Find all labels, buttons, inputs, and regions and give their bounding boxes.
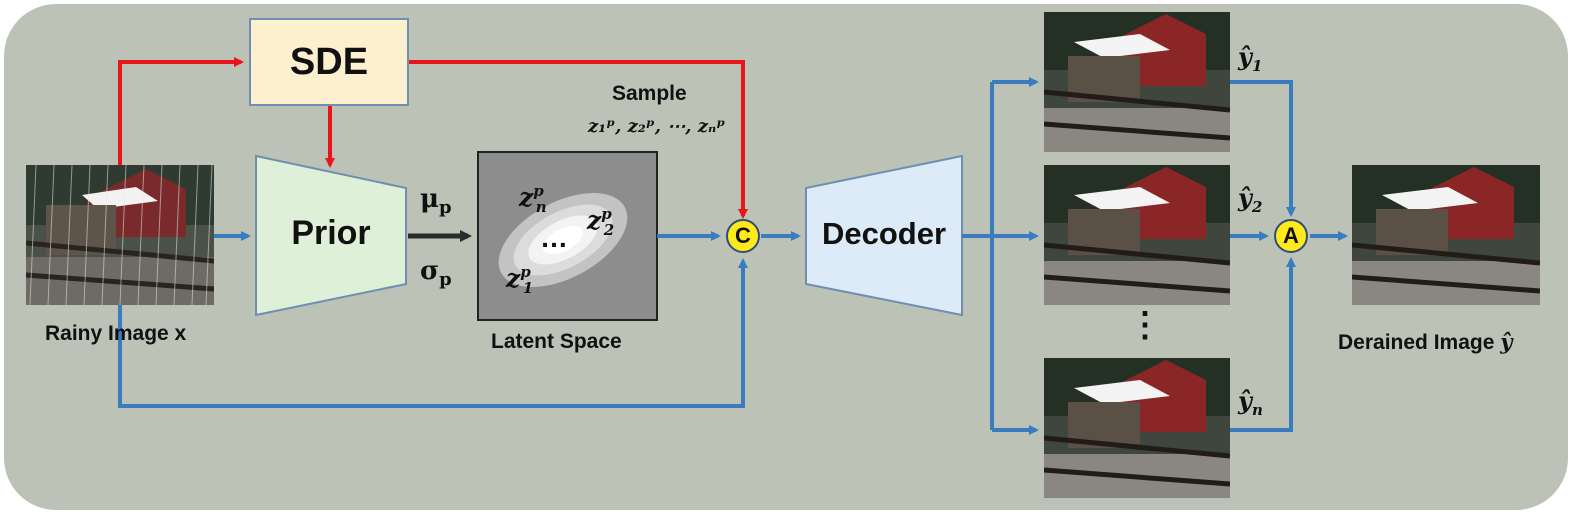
concat-operator: C [726,219,760,253]
output-label-yn: ŷn [1238,386,1263,419]
sde-label: SDE [289,40,369,83]
latent-point-zn: zpn [519,182,547,216]
decoder-block [805,154,963,317]
prior-label: Prior [291,214,371,252]
clean-scene-illustration [1352,165,1540,305]
sde-block: SDE [249,18,409,106]
mu-label: μp [420,184,452,219]
latent-point-z1: zp1 [506,263,534,297]
sample-label: Sample [612,82,687,105]
vertical-ellipsis: ⋮ [1128,306,1162,344]
output-image-2 [1044,165,1230,305]
output-label-y2: ŷ2 [1238,183,1263,216]
sigma-label: σp [420,256,452,291]
latent-distribution [498,193,628,287]
output-image-1 [1044,12,1230,152]
output-label-y1: ŷ1 [1238,42,1263,75]
latent-point-z2: zp2 [587,205,615,239]
output-image-n [1044,358,1230,498]
latent-space-caption: Latent Space [491,330,622,353]
sample-list: z₁ᵖ, z₂ᵖ, ⋯, zₙᵖ [588,116,726,137]
clean-scene-illustration [1044,358,1230,498]
red-arrow-sde-to-concat [409,60,748,219]
prior-block [255,154,407,317]
blue-arrow-output-n-to-aggregate [1230,257,1296,432]
blue-arrow-decoder-to-outputs [962,82,994,430]
clean-scene-illustration [1044,12,1230,152]
derained-image-caption: Derained Image ŷ [1338,329,1513,354]
aggregate-operator: A [1274,219,1308,253]
blue-arrow-input-skip-to-concat [118,258,748,408]
rainy-scene-illustration [26,165,214,305]
decoder-label: Decoder [821,216,947,251]
blue-arrow-output-1-to-aggregate [1230,80,1296,217]
rainy-image-caption: Rainy Image x [45,322,187,345]
red-arrow-input-to-sde [118,57,244,165]
latent-dots: … [540,222,568,253]
derained-output-image [1352,165,1540,305]
clean-scene-illustration [1044,165,1230,305]
rainy-input-image [26,165,214,305]
